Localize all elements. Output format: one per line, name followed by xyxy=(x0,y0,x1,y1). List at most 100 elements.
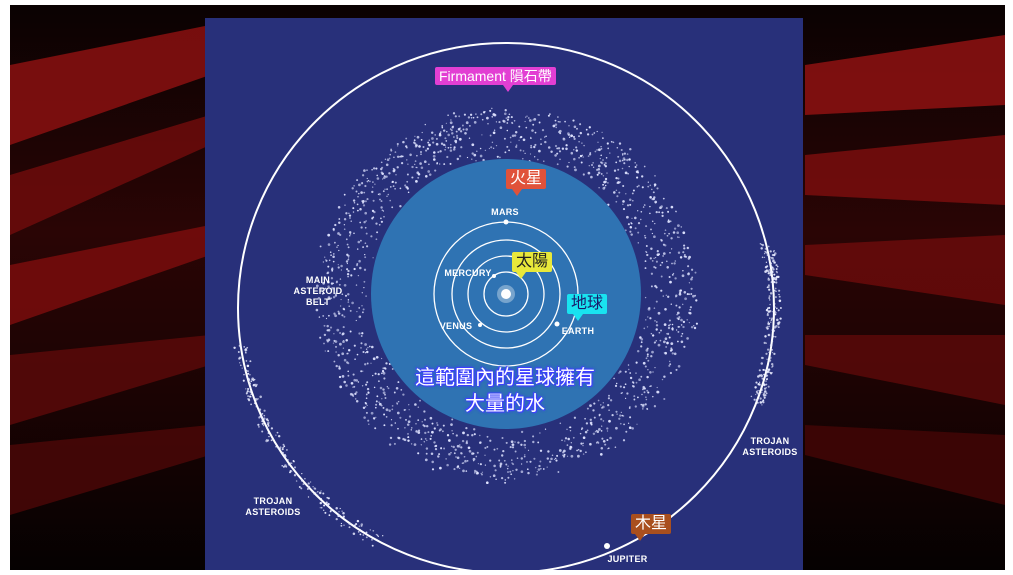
asteroid-dot xyxy=(600,148,603,150)
asteroid-dot xyxy=(339,331,342,335)
trojan-dot xyxy=(279,448,281,450)
asteroid-dot xyxy=(468,450,472,453)
asteroid-dot xyxy=(336,290,338,292)
trojan-dot xyxy=(279,446,282,449)
asteroid-dot xyxy=(402,140,405,144)
asteroid-dot xyxy=(431,468,435,471)
asteroid-dot xyxy=(444,137,447,140)
asteroid-dot xyxy=(359,221,362,224)
asteroid-dot xyxy=(642,361,646,365)
asteroid-dot xyxy=(397,400,400,403)
asteroid-dot xyxy=(556,454,559,457)
asteroid-dot xyxy=(423,160,427,164)
asteroid-dot xyxy=(597,141,599,143)
trojan-dot xyxy=(350,523,352,525)
asteroid-dot xyxy=(397,381,400,384)
asteroid-dot xyxy=(361,311,364,314)
asteroid-dot xyxy=(564,120,566,123)
asteroid-dot xyxy=(361,201,365,204)
trojan-dot xyxy=(257,398,259,400)
asteroid-dot xyxy=(475,160,477,162)
asteroid-dot xyxy=(366,177,368,180)
asteroid-dot xyxy=(390,424,393,427)
trojan-dot xyxy=(263,414,266,417)
asteroid-dot xyxy=(361,200,364,203)
asteroid-dot xyxy=(384,158,387,160)
asteroid-dot xyxy=(469,125,471,127)
asteroid-dot xyxy=(555,459,558,462)
trojan-dot xyxy=(765,251,768,254)
asteroid-dot xyxy=(566,428,568,431)
trojan-dot xyxy=(768,295,771,298)
trojan-dot xyxy=(249,373,251,376)
asteroid-dot xyxy=(680,226,683,228)
asteroid-dot xyxy=(319,245,322,248)
asteroid-dot xyxy=(328,314,330,317)
asteroid-dot xyxy=(660,329,662,332)
asteroid-dot xyxy=(396,411,400,415)
trojan-dot xyxy=(356,519,360,523)
asteroid-dot xyxy=(327,338,331,342)
asteroid-dot xyxy=(524,120,526,123)
asteroid-dot xyxy=(566,455,569,457)
asteroid-dot xyxy=(379,198,381,201)
asteroid-dot xyxy=(433,158,436,161)
asteroid-dot xyxy=(360,342,363,345)
asteroid-dot xyxy=(387,193,390,196)
asteroid-dot xyxy=(670,303,673,305)
asteroid-dot xyxy=(580,161,583,164)
asteroid-dot xyxy=(440,447,443,450)
asteroid-dot xyxy=(341,375,345,378)
asteroid-dot xyxy=(360,191,363,194)
asteroid-dot xyxy=(459,155,462,158)
asteroid-dot xyxy=(445,122,448,124)
asteroid-dot xyxy=(653,257,655,259)
asteroid-dot xyxy=(422,146,425,148)
asteroid-dot xyxy=(366,362,369,365)
trojan-dot xyxy=(760,362,764,365)
asteroid-dot xyxy=(654,366,656,369)
trojan-dot xyxy=(779,317,782,320)
trojan-dot xyxy=(287,459,289,461)
asteroid-dot xyxy=(609,436,612,440)
asteroid-dot xyxy=(324,287,327,290)
asteroid-dot xyxy=(339,305,342,307)
trojan-dot xyxy=(768,268,771,271)
asteroid-dot xyxy=(632,189,635,192)
asteroid-dot xyxy=(429,437,432,440)
trojan-dot xyxy=(245,360,248,362)
asteroid-dot xyxy=(426,147,429,150)
asteroid-dot xyxy=(646,389,649,392)
asteroid-dot xyxy=(557,471,560,473)
trojan-dot xyxy=(270,427,274,430)
mercury-planet xyxy=(492,274,496,278)
asteroid-dot xyxy=(687,272,690,274)
asteroid-dot xyxy=(538,114,540,116)
trojan-dot xyxy=(338,511,340,513)
asteroid-dot xyxy=(547,114,550,117)
asteroid-dot xyxy=(647,185,650,188)
asteroid-dot xyxy=(626,153,629,155)
asteroid-dot xyxy=(376,177,380,180)
asteroid-dot xyxy=(676,231,680,235)
trojan-dot xyxy=(365,536,368,539)
asteroid-dot xyxy=(364,242,367,245)
asteroid-dot xyxy=(513,478,516,480)
trojan-dot xyxy=(353,524,356,527)
asteroid-dot xyxy=(532,435,535,438)
asteroid-dot xyxy=(458,137,462,141)
asteroid-dot xyxy=(674,260,677,262)
asteroid-dot xyxy=(442,430,444,433)
asteroid-dot xyxy=(522,150,525,152)
asteroid-dot xyxy=(565,144,568,147)
firmament-tag-text: Firmament 隕石帶 xyxy=(439,68,552,84)
trojan-dot xyxy=(322,509,325,512)
asteroid-dot xyxy=(501,436,504,440)
asteroid-dot xyxy=(340,269,343,271)
trojan-asteroid-dots xyxy=(233,242,782,547)
asteroid-dot xyxy=(378,401,380,404)
asteroid-dot xyxy=(533,118,537,121)
asteroid-dot xyxy=(417,429,421,432)
asteroid-dot xyxy=(334,292,338,296)
asteroid-dot xyxy=(353,344,356,347)
